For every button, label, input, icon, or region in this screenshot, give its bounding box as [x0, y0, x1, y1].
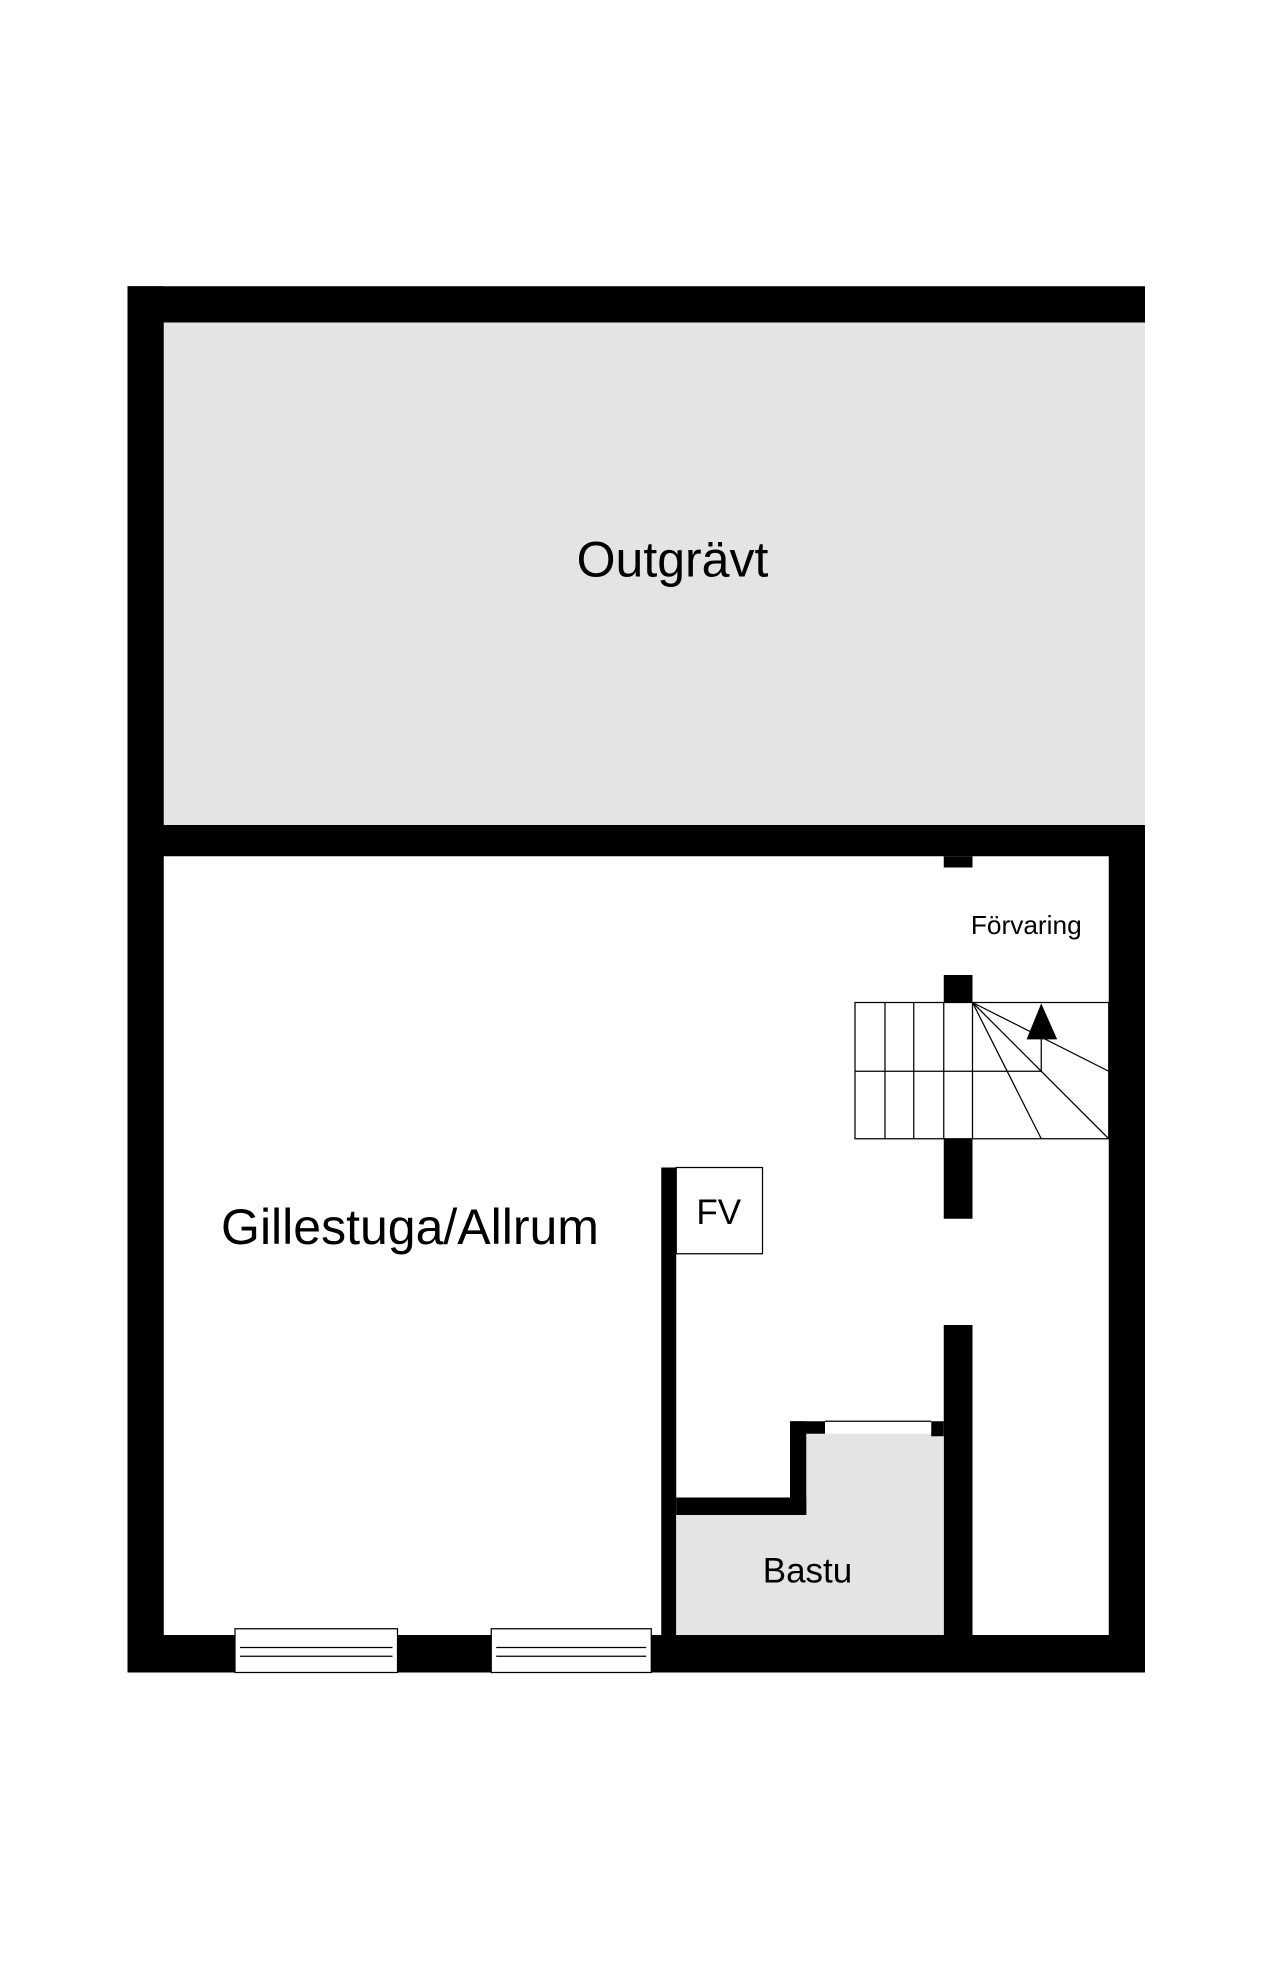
unexcavated-area — [163, 322, 1145, 825]
right-wall — [1108, 825, 1145, 1673]
room-label-sauna: Bastu — [763, 1552, 853, 1591]
up-arrow-icon — [1026, 1003, 1058, 1040]
sauna-area — [676, 1433, 944, 1635]
window — [490, 1628, 652, 1674]
interior-walls — [661, 856, 973, 1635]
left-wall — [127, 286, 164, 1673]
wall-stub — [943, 856, 973, 868]
room-label-unexcavated: Outgrävt — [577, 531, 769, 587]
wall-segment — [943, 1138, 973, 1219]
top-wall — [127, 286, 1145, 323]
wall-segment — [943, 1325, 973, 1635]
middle-wall — [127, 825, 1145, 857]
wall-segment — [661, 1167, 677, 1635]
room-label-storage: Förvaring — [971, 910, 1082, 940]
staircase[interactable] — [854, 1001, 1110, 1140]
sauna-walls — [676, 1421, 944, 1515]
window — [234, 1628, 399, 1674]
room-label-family-room: Gillestuga/Allrum — [221, 1199, 599, 1255]
wall-segment — [943, 975, 973, 1003]
fv-box — [675, 1166, 764, 1255]
room-label-utility: FV — [696, 1193, 741, 1232]
